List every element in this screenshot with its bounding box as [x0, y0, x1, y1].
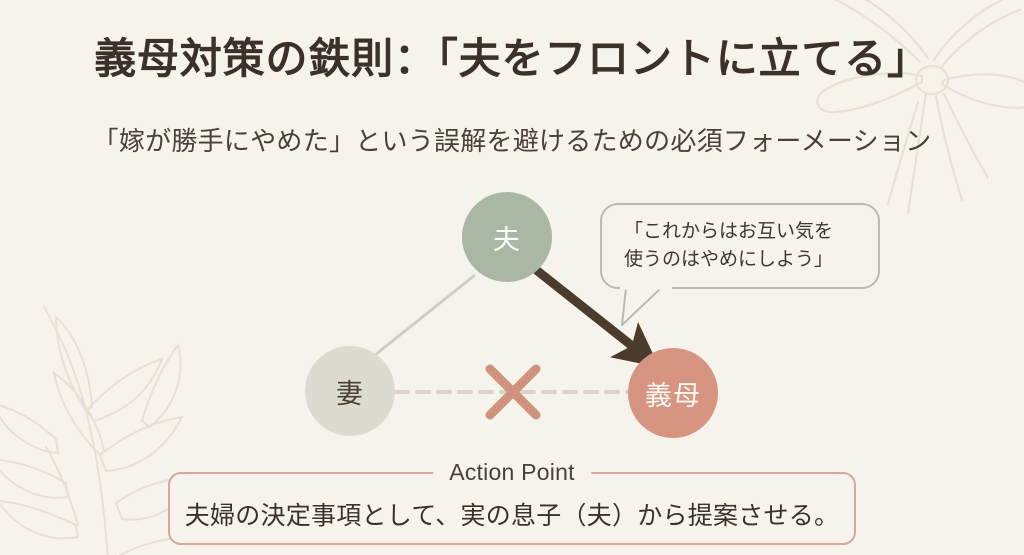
node-label-mother-in-law: 義母 — [644, 380, 702, 411]
node-label-husband: 夫 — [492, 224, 522, 255]
slide-subtitle: 「嫁が勝手にやめた」という誤解を避けるための必須フォーメーション — [92, 126, 932, 156]
speech-bubble: 「これからはお互い気を 使うのはやめにしよう」 — [600, 203, 880, 326]
action-point-body: 夫婦の決定事項として、実の息子（夫）から提案させる。 — [184, 502, 840, 530]
speech-bubble-tail-icon — [620, 287, 672, 326]
diagram-node-wife[interactable]: 妻 — [305, 346, 395, 436]
diagram-node-mother-in-law[interactable]: 義母 — [628, 348, 718, 438]
action-point-label: Action Point — [433, 459, 591, 486]
node-label-wife: 妻 — [335, 378, 365, 409]
slide-title: 義母対策の鉄則：「夫をフロントに立てる」 — [94, 37, 930, 83]
cross-mark-icon — [485, 364, 541, 420]
speech-bubble-text: 「これからはお互い気を 使うのはやめにしよう」 — [624, 221, 834, 270]
action-point-card: Action Point 夫婦の決定事項として、実の息子（夫）から提案させる。 — [168, 459, 856, 545]
line-wife-husband — [374, 273, 476, 357]
arrow-husband-mother-in-law — [527, 261, 660, 368]
diagram-node-husband[interactable]: 夫 — [462, 192, 552, 282]
